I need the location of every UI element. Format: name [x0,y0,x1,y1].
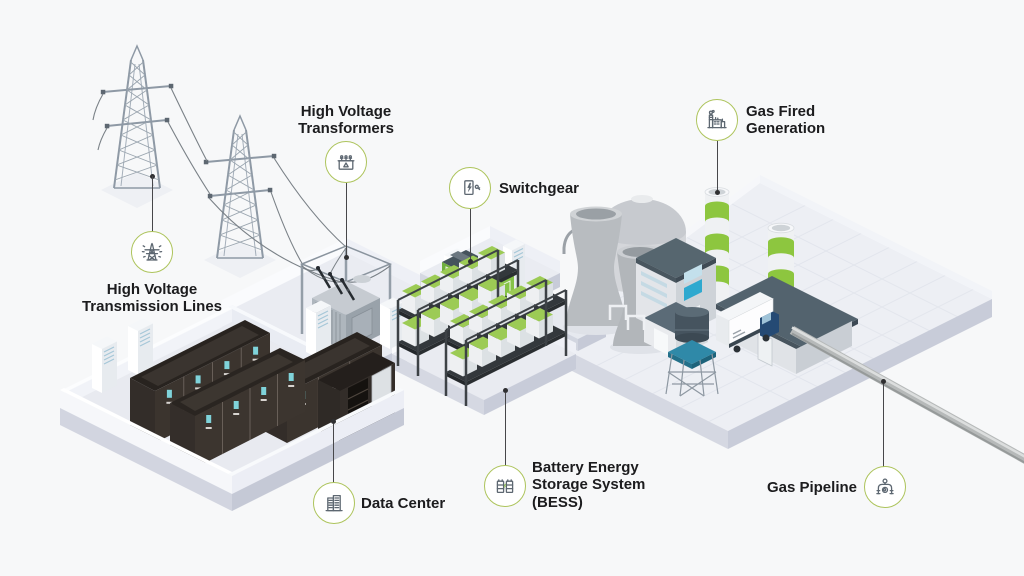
callout-label: Switchgear [499,180,580,197]
leader-dot [503,388,508,393]
leader-dot [468,259,473,264]
leader-line [345,183,347,257]
leader-line [151,176,153,232]
callout-label: Gas Fired Generation [746,103,826,138]
battery-icon [496,479,514,494]
leader-line [469,209,471,261]
switchgear-icon [464,180,481,196]
factory-icon [707,109,727,129]
data-center-illustration [60,300,404,511]
leader-line [716,141,718,192]
leader-line [332,424,334,483]
bess-illustration [380,246,568,406]
leader-dot [344,255,349,260]
transformer-icon [337,155,355,170]
gas-pipeline-illustration [789,326,1024,464]
callout-icon-ring [449,167,491,209]
leader-dot [331,419,336,424]
transmission-towers-illustration [92,44,347,284]
callout-label: Data Center [361,495,446,512]
gas-plant-illustration [562,187,858,397]
leader-dot [881,379,886,384]
callout-label: High Voltage Transformers [298,103,394,138]
callout-icon-ring [313,482,355,524]
leader-dot [150,174,155,179]
leader-line [882,384,884,467]
callout-label: High Voltage Transmission Lines [81,281,223,316]
building-icon [325,494,343,512]
callout-icon-ring [325,141,367,183]
leader-line [504,393,506,466]
transmission-tower-icon [141,242,163,261]
callout-icon-ring [131,231,173,273]
pipeline-valve-icon [876,478,894,495]
callout-icon-ring [696,99,738,141]
callout-label: Gas Pipeline [766,479,857,496]
callout-icon-ring [864,466,906,508]
callout-label: Battery Energy Storage System (BESS) [532,459,646,511]
leader-dot [715,190,720,195]
callout-icon-ring [484,465,526,507]
